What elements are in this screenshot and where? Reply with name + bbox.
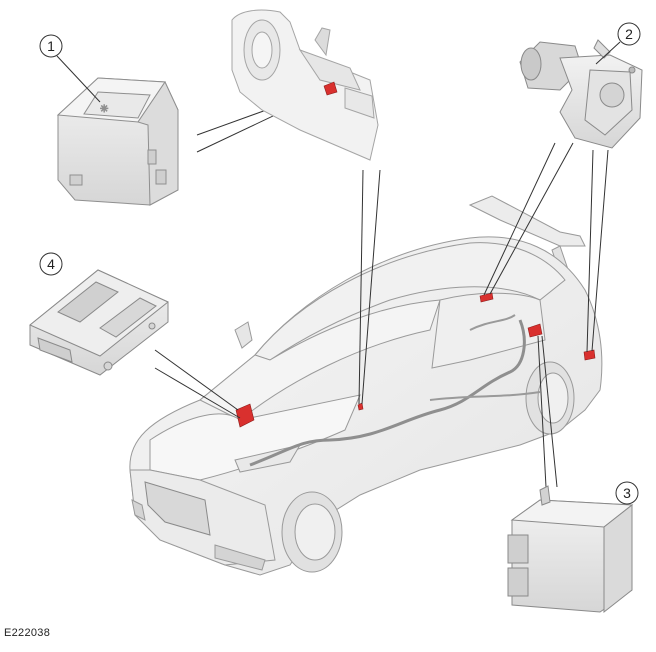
callout-4: 4 (39, 252, 63, 276)
callout-1: 1 (39, 34, 101, 103)
location-marker-spoiler-actuator-rear (583, 349, 596, 361)
callout-3: 3 (615, 481, 639, 505)
svg-text:2: 2 (625, 26, 633, 42)
svg-text:4: 4 (47, 256, 55, 272)
engine-control-module-illustration (29, 269, 169, 376)
location-markers (235, 292, 596, 428)
figure-id-label: E222038 (4, 627, 51, 639)
location-marker-engine-control-module (235, 403, 255, 428)
rear-control-module-illustration (507, 485, 634, 614)
location-marker-switch-module-inset (323, 81, 338, 96)
interior-console-inset (231, 9, 379, 161)
location-marker-spoiler-actuator (479, 292, 494, 303)
svg-text:3: 3 (623, 485, 631, 501)
callout-2: 2 (595, 22, 641, 65)
location-marker-switch-module (357, 402, 364, 411)
svg-text:✳: ✳ (100, 104, 108, 115)
location-marker-rear-control-module (527, 323, 543, 338)
actuator-motor-illustration (519, 39, 643, 149)
vehicle-illustration (129, 195, 603, 576)
switch-module-illustration: ✳ (56, 77, 179, 206)
svg-text:1: 1 (47, 38, 55, 54)
